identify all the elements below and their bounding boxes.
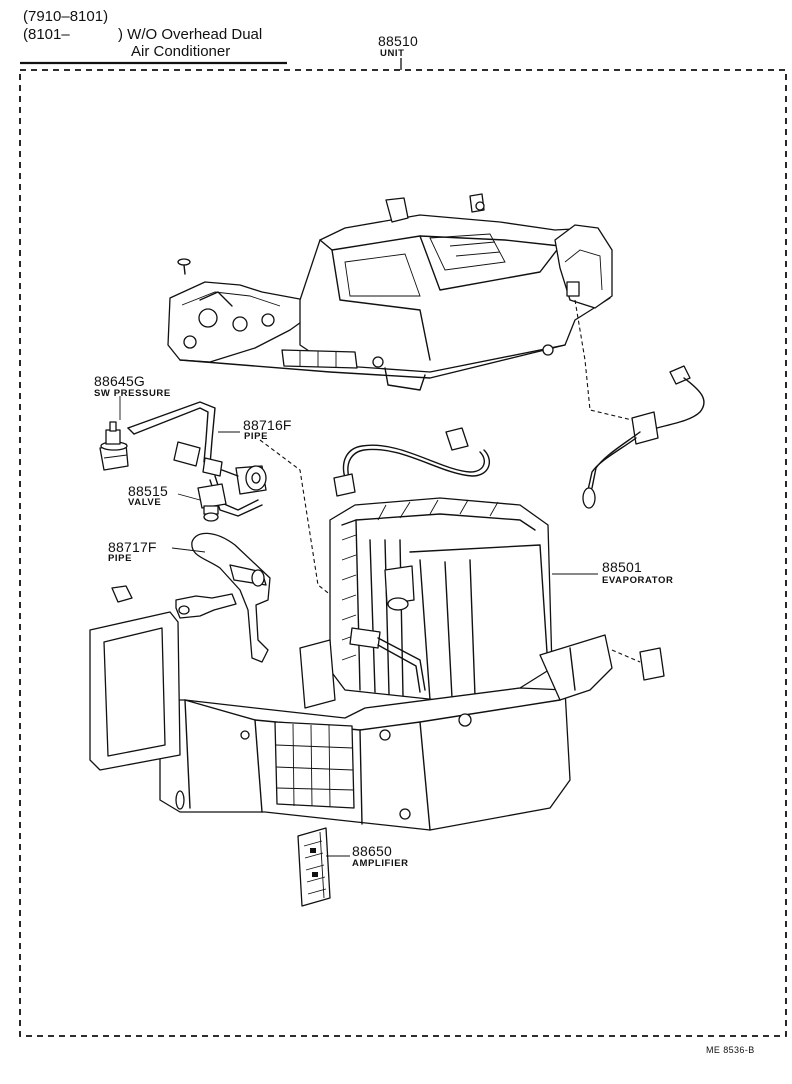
part-number-pipe-1: 88716F <box>243 417 292 433</box>
header-line-3: Air Conditioner <box>131 43 231 60</box>
pressure-switch <box>99 421 129 471</box>
part-number-evaporator: 88501 <box>602 559 642 575</box>
sensor-bracket <box>111 585 237 619</box>
header-line-2-suffix: ) W/O Overhead Dual <box>118 26 263 43</box>
header-line-2-prefix: (8101– <box>23 26 70 43</box>
unit-case-upper <box>167 193 613 391</box>
wire-harness-middle <box>333 427 491 497</box>
part-number-sw-pressure: 88645G <box>94 373 146 389</box>
screw <box>177 258 191 275</box>
duct-clip <box>611 647 665 681</box>
expansion-valve <box>197 483 227 522</box>
part-number-valve: 88515 <box>128 483 168 499</box>
part-name-unit: UNIT <box>380 48 405 59</box>
header-date-range: (7910–8101) <box>23 8 109 25</box>
part-name-pipe-1: PIPE <box>244 431 269 442</box>
wire-harness-right <box>574 299 705 509</box>
part-name-pipe-2: PIPE <box>108 553 133 564</box>
assembly-frame <box>19 69 787 1037</box>
evaporator-core <box>329 497 553 701</box>
part-name-sw-pressure: SW PRESSURE <box>94 388 171 399</box>
pipe-88716F <box>127 401 351 611</box>
leader-lines <box>119 396 598 857</box>
part-name-amplifier: AMPLIFIER <box>352 858 409 869</box>
pipe-88717F <box>191 532 271 663</box>
part-number-pipe-2: 88717F <box>108 539 157 555</box>
amplifier-board <box>297 827 331 907</box>
part-name-valve: VALVE <box>128 497 162 508</box>
part-number-unit: 88510 <box>378 33 418 49</box>
part-number-amplifier: 88650 <box>352 843 392 859</box>
footer-code: ME 8536-B <box>706 1045 755 1055</box>
filter-gasket <box>89 611 181 771</box>
unit-case-lower <box>159 634 613 831</box>
part-name-evaporator: EVAPORATOR <box>602 575 674 586</box>
